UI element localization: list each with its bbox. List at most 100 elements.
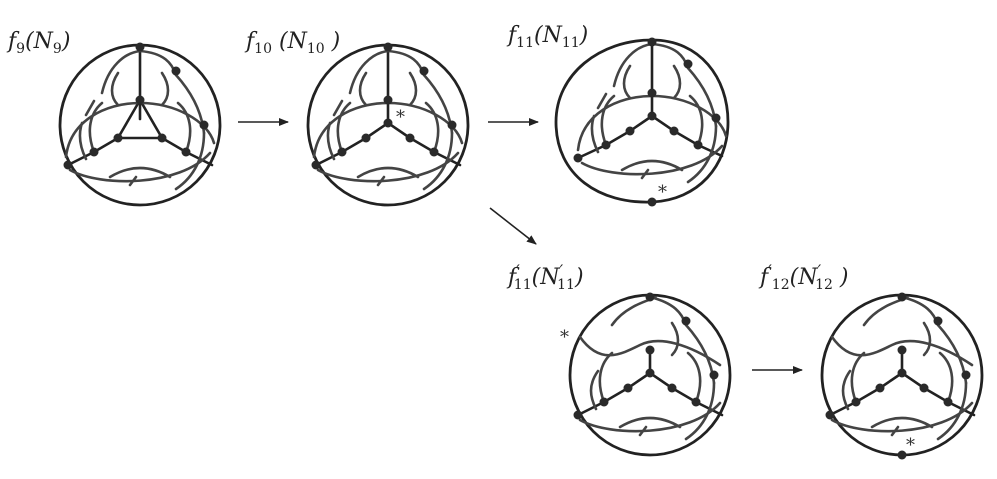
strand-arc-right-bottom xyxy=(174,131,206,191)
vertex xyxy=(897,292,907,302)
diagram-f10: * xyxy=(306,42,470,207)
asterisk-marker: * xyxy=(396,107,405,128)
vertex xyxy=(645,345,655,355)
strand-arc-inner-left xyxy=(336,101,352,154)
vertex xyxy=(429,147,439,157)
strand-arc-right-bottom xyxy=(422,131,454,191)
graph-edges xyxy=(66,45,214,167)
strand-loop-top-left xyxy=(612,42,654,88)
diagram-f11-prime: * xyxy=(560,292,732,457)
asterisk-marker: * xyxy=(658,182,667,203)
vertex xyxy=(89,147,99,157)
vertex xyxy=(573,153,583,163)
strand-s-curve xyxy=(578,335,722,367)
strand-arc-inner-left xyxy=(598,351,614,404)
vertex xyxy=(647,111,657,121)
vertex xyxy=(875,383,885,393)
strand-arc-inner-left xyxy=(88,101,104,154)
vertex xyxy=(135,95,145,105)
vertex xyxy=(669,126,679,136)
vertex xyxy=(63,160,73,170)
vertex xyxy=(383,118,393,128)
vertex xyxy=(647,37,657,47)
vertex xyxy=(447,120,457,130)
strand-inner-curve-b xyxy=(160,71,170,107)
label-f10: f10 (N10 ) xyxy=(244,29,340,57)
graph-edges xyxy=(314,45,462,167)
strand-arc-left xyxy=(841,369,852,411)
strand-inner-curve-b xyxy=(408,71,418,107)
vertex xyxy=(171,66,181,76)
strand-loop-top-left xyxy=(100,49,142,95)
arrow-f10-to-f11-prime xyxy=(489,207,537,245)
label-f11: f11(N11) xyxy=(506,23,588,51)
label-f11-prime: f′11(N′11) xyxy=(506,261,584,293)
vertex xyxy=(667,383,677,393)
graph-edges xyxy=(576,40,724,160)
vertex xyxy=(573,410,583,420)
vertex xyxy=(919,383,929,393)
strand-loop-top-right xyxy=(650,42,690,70)
vertex xyxy=(623,383,633,393)
vertex xyxy=(851,397,861,407)
strand-arc-right-bottom xyxy=(684,381,716,441)
vertex xyxy=(599,397,609,407)
vertex xyxy=(181,147,191,157)
strand-arc-inner-right xyxy=(688,94,704,147)
strand-arc-inner-left xyxy=(600,94,616,147)
strand-bottom-center xyxy=(618,416,682,437)
vertex xyxy=(645,292,655,302)
vertex xyxy=(943,397,953,407)
strand-bottom-center xyxy=(108,166,172,187)
vertex xyxy=(683,59,693,69)
label-f9: f9(N9) xyxy=(6,29,70,57)
diagram-f12-prime: * xyxy=(820,292,984,460)
vertex xyxy=(711,113,721,123)
vertex xyxy=(135,42,145,52)
strand-arc-inner-right xyxy=(938,351,954,404)
vertex xyxy=(825,410,835,420)
strand-arc-right-bottom xyxy=(686,124,718,184)
strand-loop-top-right xyxy=(138,49,178,77)
graph-edges xyxy=(828,348,976,417)
strand-inner-curve xyxy=(922,321,932,357)
vertex xyxy=(681,316,691,326)
vertex xyxy=(897,345,907,355)
strand-bottom-center xyxy=(870,416,934,437)
vertex xyxy=(113,133,123,143)
vertex xyxy=(693,140,703,150)
vertex xyxy=(405,133,415,143)
vertex xyxy=(419,66,429,76)
vertex xyxy=(337,147,347,157)
strand-arc-left-broken xyxy=(78,99,96,161)
strand-loop-top-left xyxy=(348,49,390,95)
vertex xyxy=(647,197,657,207)
vertex xyxy=(645,368,655,378)
vertex xyxy=(383,42,393,52)
vertex xyxy=(709,370,719,380)
diagram-f9 xyxy=(58,42,222,207)
strand-arc-left-broken xyxy=(326,99,344,161)
vertex xyxy=(961,370,971,380)
vertex xyxy=(897,450,907,460)
strand-bottom-center xyxy=(356,166,420,187)
strand-inner-curve-a xyxy=(110,71,120,107)
strand-inner-curve xyxy=(670,321,680,357)
strand-s-curve xyxy=(830,335,974,367)
strand-arc-inner-right xyxy=(424,101,440,154)
strand-arc-inner-left xyxy=(850,351,866,404)
vertex xyxy=(691,397,701,407)
strand-arc-left xyxy=(589,369,600,411)
vertex xyxy=(933,316,943,326)
vertex xyxy=(601,140,611,150)
asterisk-marker: * xyxy=(560,327,569,348)
vertex xyxy=(311,160,321,170)
diagram-f11: * xyxy=(554,37,730,207)
asterisk-marker: * xyxy=(906,435,915,456)
vertex xyxy=(625,126,635,136)
strand-inner-curve-a xyxy=(358,71,368,107)
strand-inner-curve-a xyxy=(622,64,632,100)
vertex xyxy=(361,133,371,143)
strand-loop-top-right xyxy=(386,49,426,77)
vertex xyxy=(383,95,393,105)
